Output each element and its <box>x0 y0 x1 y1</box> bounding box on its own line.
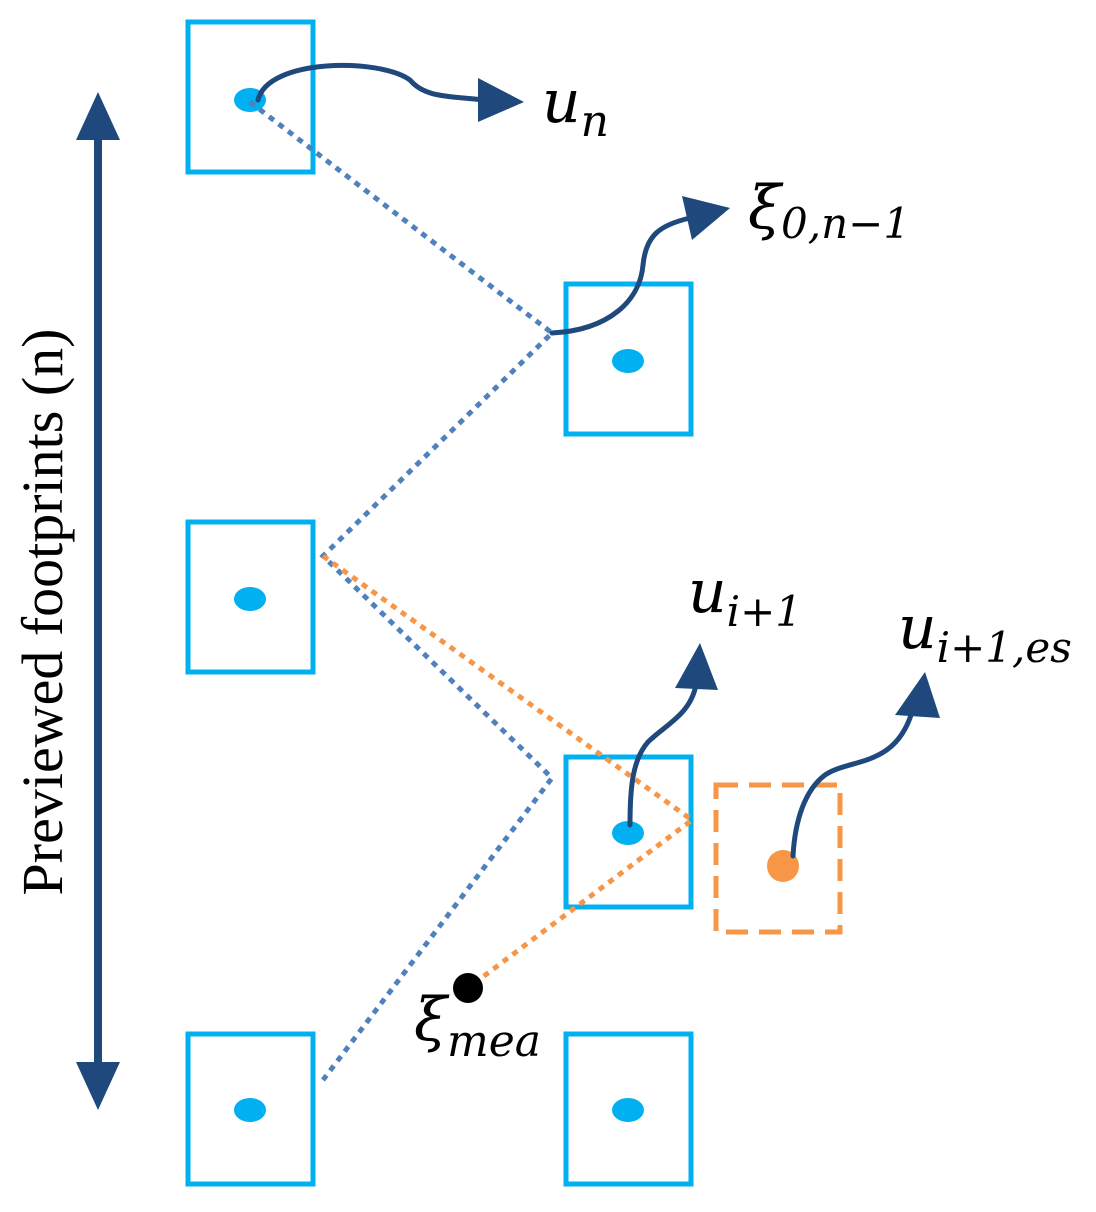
callout-curve <box>549 215 693 336</box>
previewed-axis <box>76 92 120 1110</box>
arrow-icon <box>675 643 718 690</box>
estimated-footprint <box>713 782 843 935</box>
footprint-left-2 <box>185 519 316 675</box>
callout-curve <box>790 709 915 859</box>
center-dot <box>612 1098 644 1122</box>
footprint-left-top <box>185 19 316 175</box>
arrow-icon <box>895 672 940 718</box>
footprint-right-bottom <box>563 1031 694 1187</box>
arrow-icon <box>478 78 524 122</box>
footprint-centers <box>234 88 644 1122</box>
axis-arrow-down-icon <box>76 1062 120 1110</box>
arrow-icon <box>682 196 730 240</box>
label-u-i-1-es: ui+1,es <box>898 593 1072 672</box>
dcm-trajectory-dotted <box>248 100 556 1082</box>
measured-point <box>453 973 483 1003</box>
center-dot <box>234 587 266 611</box>
footprint-right-1 <box>563 281 694 437</box>
callout-curve <box>627 682 699 828</box>
label-xi-mea: ξmea <box>414 985 541 1067</box>
callout-xi-0-n-1 <box>549 196 730 336</box>
label-u-n: un <box>542 67 609 147</box>
footprint-left-bottom <box>185 1031 316 1187</box>
axis-label: Previewed footprints (n) <box>10 329 75 896</box>
callout-u-i-1 <box>627 643 718 828</box>
footprints <box>185 19 694 1187</box>
footprint-right-2 <box>563 754 694 910</box>
estimated-trajectory-dotted <box>321 553 697 990</box>
callout-curve <box>255 62 487 103</box>
callout-u-i-1-es <box>790 672 940 859</box>
callout-u-n <box>255 62 524 122</box>
estimated-center-dot <box>767 850 799 882</box>
label-xi-0-n-1: ξ0,n−1 <box>748 173 910 248</box>
axis-arrow-up-icon <box>76 92 120 140</box>
center-dot <box>612 349 644 373</box>
center-dot <box>612 821 644 845</box>
center-dot <box>234 1098 266 1122</box>
label-u-i-1: ui+1 <box>688 557 802 636</box>
